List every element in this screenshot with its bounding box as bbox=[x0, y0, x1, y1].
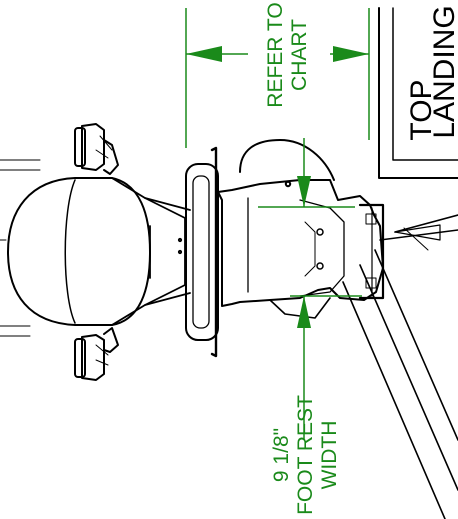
seat-frame bbox=[111, 177, 191, 326]
footrest-width-label-line1: 9 1/8" bbox=[270, 428, 293, 482]
seat-back bbox=[0, 159, 151, 337]
arrow-up-icon bbox=[297, 296, 311, 328]
top-landing-label-line2: LANDING bbox=[428, 5, 458, 138]
rail bbox=[342, 214, 458, 519]
armrest-bottom bbox=[74, 327, 119, 381]
refer-to-chart-label-line2: CHART bbox=[288, 19, 311, 91]
dimension-lines bbox=[185, 8, 370, 440]
arrow-left-icon bbox=[186, 46, 222, 62]
arrow-right-icon bbox=[333, 46, 369, 62]
footrest-width-label-line3: WIDTH bbox=[318, 421, 341, 490]
arrow-down-icon bbox=[297, 176, 311, 207]
seat-cushion bbox=[185, 146, 219, 358]
armrest-top bbox=[74, 123, 119, 175]
top-landing-label-line1: TOP bbox=[405, 79, 438, 140]
top-landing-outline bbox=[378, 7, 458, 179]
footrest-assembly bbox=[217, 139, 385, 319]
footrest-width-label-line2: FOOT REST bbox=[294, 395, 317, 515]
refer-to-chart-label-line1: REFER TO bbox=[264, 2, 287, 107]
